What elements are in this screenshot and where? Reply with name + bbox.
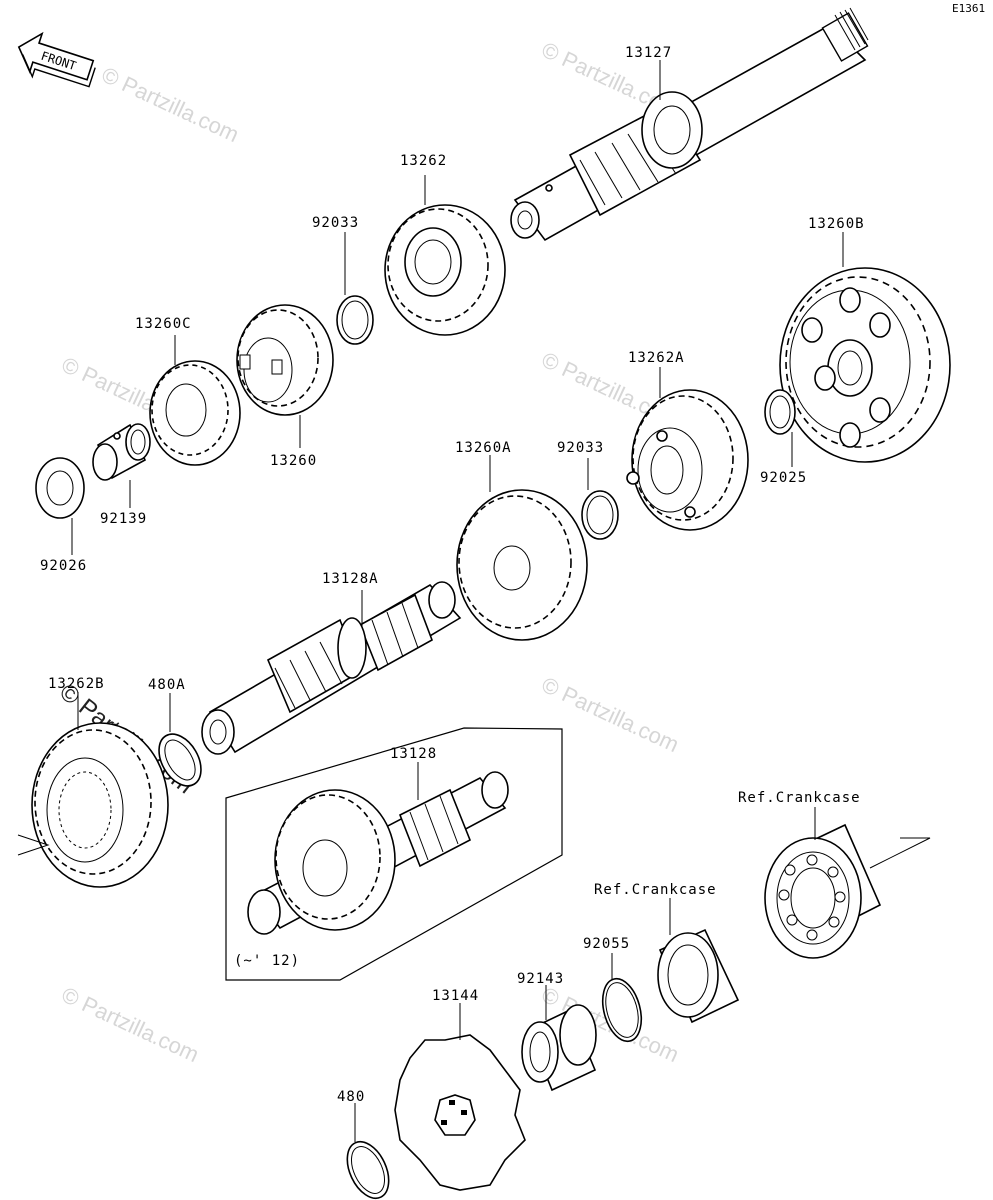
label-ref-crankcase-seal: Ref.Crankcase (594, 882, 717, 898)
label-480a: 480A (148, 677, 186, 693)
part-13262-gear (384, 204, 506, 336)
part-92143-collar (521, 1004, 597, 1092)
label-92025: 92025 (760, 470, 807, 486)
part-92055-oring (601, 977, 643, 1043)
part-crankcase-seal (657, 928, 740, 1024)
part-13262a-gear (626, 389, 749, 531)
label-13262a: 13262A (628, 350, 685, 366)
part-92033-circlip-lower (581, 490, 619, 540)
part-13128-box (225, 727, 563, 981)
label-ref-crankcase-bearing: Ref.Crankcase (738, 790, 861, 806)
watermark-text: © Partzilla.com (538, 672, 683, 757)
watermark-text: © Partzilla.com (98, 62, 243, 147)
part-13260c-gear (149, 360, 241, 466)
label-92033-upper: 92033 (312, 215, 359, 231)
diagram-code: E1361 (952, 2, 985, 15)
part-13260-gear (236, 304, 334, 416)
label-92143: 92143 (517, 971, 564, 987)
label-480: 480 (337, 1089, 365, 1105)
part-13128a-shaft (201, 581, 462, 755)
part-92026-washer (35, 457, 85, 519)
part-13260a-gear (456, 489, 588, 641)
part-92139-bushing (92, 423, 151, 481)
part-480-circlip (346, 1140, 390, 1200)
part-480a-circlip (158, 733, 202, 787)
label-92026: 92026 (40, 558, 87, 574)
note-year-range: (~' 12) (234, 953, 300, 969)
part-13260b-gear (779, 267, 951, 463)
label-92033-lower: 92033 (557, 440, 604, 456)
part-13262b-gear (17, 722, 169, 888)
label-13260a: 13260A (455, 440, 512, 456)
label-13262b: 13262B (48, 676, 105, 692)
label-13144: 13144 (432, 988, 479, 1004)
label-92055: 92055 (583, 936, 630, 952)
label-13260: 13260 (270, 453, 317, 469)
label-13260b: 13260B (808, 216, 865, 232)
part-13144-sprocket (394, 1034, 526, 1191)
part-crankcase-bearing (764, 823, 931, 959)
label-92139: 92139 (100, 511, 147, 527)
label-13262: 13262 (400, 153, 447, 169)
label-13128: 13128 (390, 746, 437, 762)
label-13128a: 13128A (322, 571, 379, 587)
label-13127: 13127 (625, 45, 672, 61)
front-arrow-icon: FRONT (17, 31, 96, 88)
part-13127-shaft (510, 7, 869, 242)
watermark-text: © Partzilla.com (58, 982, 203, 1067)
part-92025-washer (764, 389, 796, 435)
label-13260c: 13260C (135, 316, 192, 332)
part-92033-circlip-upper (336, 295, 374, 345)
